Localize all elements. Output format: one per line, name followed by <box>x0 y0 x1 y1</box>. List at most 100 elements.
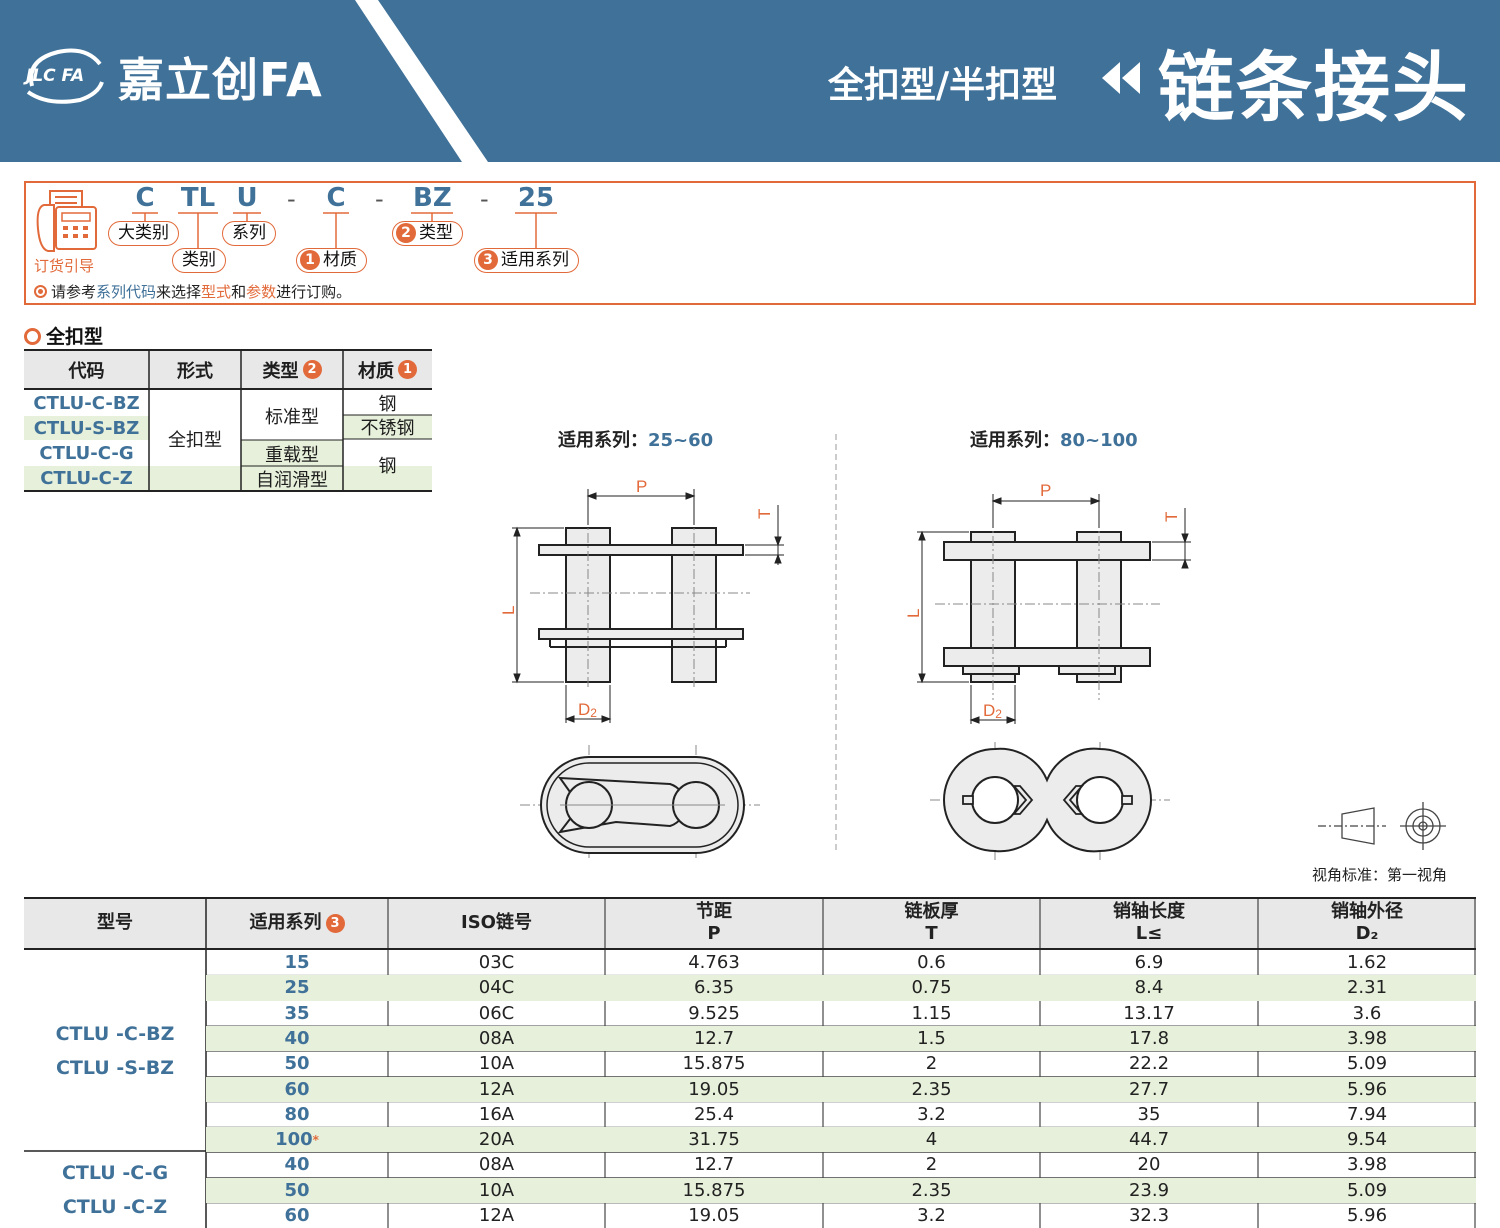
header-white-slash <box>355 0 488 162</box>
cell-pitch-value: 9.525 <box>688 1002 740 1024</box>
pill-category: 大类别 <box>108 221 179 246</box>
cell-pin-diameter-value: 5.96 <box>1346 1205 1388 1226</box>
note-form: 型式 <box>201 283 232 301</box>
th-thickness-l1: 链板厚 <box>904 901 959 922</box>
cell-pin-length: 35 <box>1040 1102 1258 1127</box>
cell-thickness: 1.15 <box>823 1001 1040 1026</box>
cell-pitch: 12.7 <box>605 1026 823 1051</box>
cell-pin-diameter: 9.54 <box>1258 1127 1476 1152</box>
cell-iso: 08A <box>388 1026 605 1051</box>
cell-iso-value: 12A <box>478 1205 515 1226</box>
caption-left-label: 适用系列： <box>558 430 648 451</box>
pill-class: 类别 <box>172 248 226 273</box>
cell-pitch: 19.05 <box>605 1203 823 1228</box>
th-iso: ISO链号 <box>388 897 605 949</box>
cell-pin-length-value: 20 <box>1137 1154 1161 1176</box>
note-series-code: 系列代码 <box>96 283 157 301</box>
cell-series: 35 <box>206 1001 388 1026</box>
caption-left: 适用系列：25~60 <box>558 426 713 452</box>
cell-pin-length-value: 27.7 <box>1128 1078 1170 1100</box>
cell-thickness-value: 2 <box>925 1053 938 1075</box>
cell-pin-diameter: 3.98 <box>1258 1152 1476 1177</box>
pill-category-text: 大类别 <box>118 223 169 243</box>
cell-pin-length-value: 13.17 <box>1123 1002 1175 1024</box>
material-steel-2: 钢 <box>378 456 397 477</box>
code-dash-3: - <box>480 185 489 213</box>
phone-order-icon <box>36 190 97 252</box>
th-pin-diameter-l1: 销轴外径 <box>1331 901 1403 922</box>
dim-d-left: D2 <box>578 700 597 720</box>
cell-iso-value: 10A <box>478 1053 515 1075</box>
cell-pin-length: 23.9 <box>1040 1178 1258 1203</box>
cell-series: 100* <box>206 1127 388 1152</box>
cell-pitch: 9.525 <box>605 1001 823 1026</box>
cell-series: 25 <box>206 975 388 1000</box>
cell-thickness-value: 2 <box>925 1154 938 1176</box>
cell-pin-diameter: 1.62 <box>1258 950 1476 975</box>
cell-iso-value: 08A <box>478 1154 515 1176</box>
th-material-text: 材质 <box>358 360 394 382</box>
code-seg-type: BZ <box>413 183 452 213</box>
cell-thickness-value: 2.35 <box>911 1078 952 1100</box>
code-ctlu-c-bz: CTLU-C-BZ <box>33 393 140 414</box>
dim-d-right-main: D <box>983 701 995 720</box>
cell-pin-length: 32.3 <box>1040 1203 1258 1228</box>
th-pitch-l1: 节距 <box>696 901 732 922</box>
cell-pitch-value: 12.7 <box>693 1027 735 1049</box>
ring-bullet-icon <box>24 328 41 345</box>
th-material-badge: 1 <box>398 360 417 379</box>
model-ctlu-s-bz: CTLU -S-BZ <box>55 1057 175 1079</box>
dim-l-right: L <box>905 609 923 618</box>
cell-iso: 16A <box>388 1102 605 1127</box>
cell-series-value: 60 <box>284 1205 310 1226</box>
type-number-badge: 2 <box>396 223 416 243</box>
cell-pin-diameter-value: 1.62 <box>1346 952 1388 973</box>
cell-iso-value: 08A <box>478 1027 515 1049</box>
code-seg-tl: TL <box>180 183 216 213</box>
code-seg-material: C <box>326 183 346 213</box>
cell-series-value: 25 <box>284 977 310 999</box>
cell-series-value: 40 <box>284 1154 310 1176</box>
cell-pin-length-value: 44.7 <box>1128 1129 1170 1151</box>
th-pin-length-l2: L≤ <box>1135 923 1163 944</box>
cell-pitch: 15.875 <box>605 1178 823 1203</box>
th-form: 形式 <box>177 360 213 382</box>
view-standard-label: 视角标准：第一视角 <box>1312 866 1448 884</box>
footnote-star: * <box>312 1132 319 1147</box>
cell-thickness-value: 4 <box>925 1129 938 1151</box>
cell-series-value: 35 <box>284 1002 310 1024</box>
note-part-4: 进行订购。 <box>276 283 352 301</box>
cell-pitch-value: 15.875 <box>682 1179 746 1201</box>
cell-thickness: 1.5 <box>823 1026 1040 1051</box>
cell-pin-length: 20 <box>1040 1152 1258 1177</box>
logo-text: 嘉立创FA <box>118 53 323 107</box>
cell-pin-diameter-value: 5.09 <box>1346 1179 1388 1201</box>
header-banner: JLC FA 嘉立创FA 全扣型/半扣型 链条接头 <box>0 0 1500 162</box>
cell-pin-diameter-value: 3.98 <box>1346 1154 1388 1176</box>
cell-thickness-value: 0.6 <box>917 952 946 973</box>
th-pin-diameter-l2: D₂ <box>1355 923 1379 944</box>
cell-pin-diameter: 2.31 <box>1258 975 1476 1000</box>
cell-pitch-value: 15.875 <box>682 1053 746 1075</box>
note-part-2: 来选择 <box>156 283 202 301</box>
th-model-text: 型号 <box>97 912 133 933</box>
cell-iso: 08A <box>388 1152 605 1177</box>
cell-iso: 12A <box>388 1077 605 1102</box>
cell-pitch: 4.763 <box>605 950 823 975</box>
cell-pitch-value: 19.05 <box>688 1078 740 1100</box>
cell-series: 60 <box>206 1203 388 1228</box>
cell-pin-length-value: 22.2 <box>1128 1053 1170 1075</box>
code-ctlu-s-bz: CTLU-S-BZ <box>33 418 140 439</box>
cell-pin-length-value: 23.9 <box>1128 1179 1170 1201</box>
